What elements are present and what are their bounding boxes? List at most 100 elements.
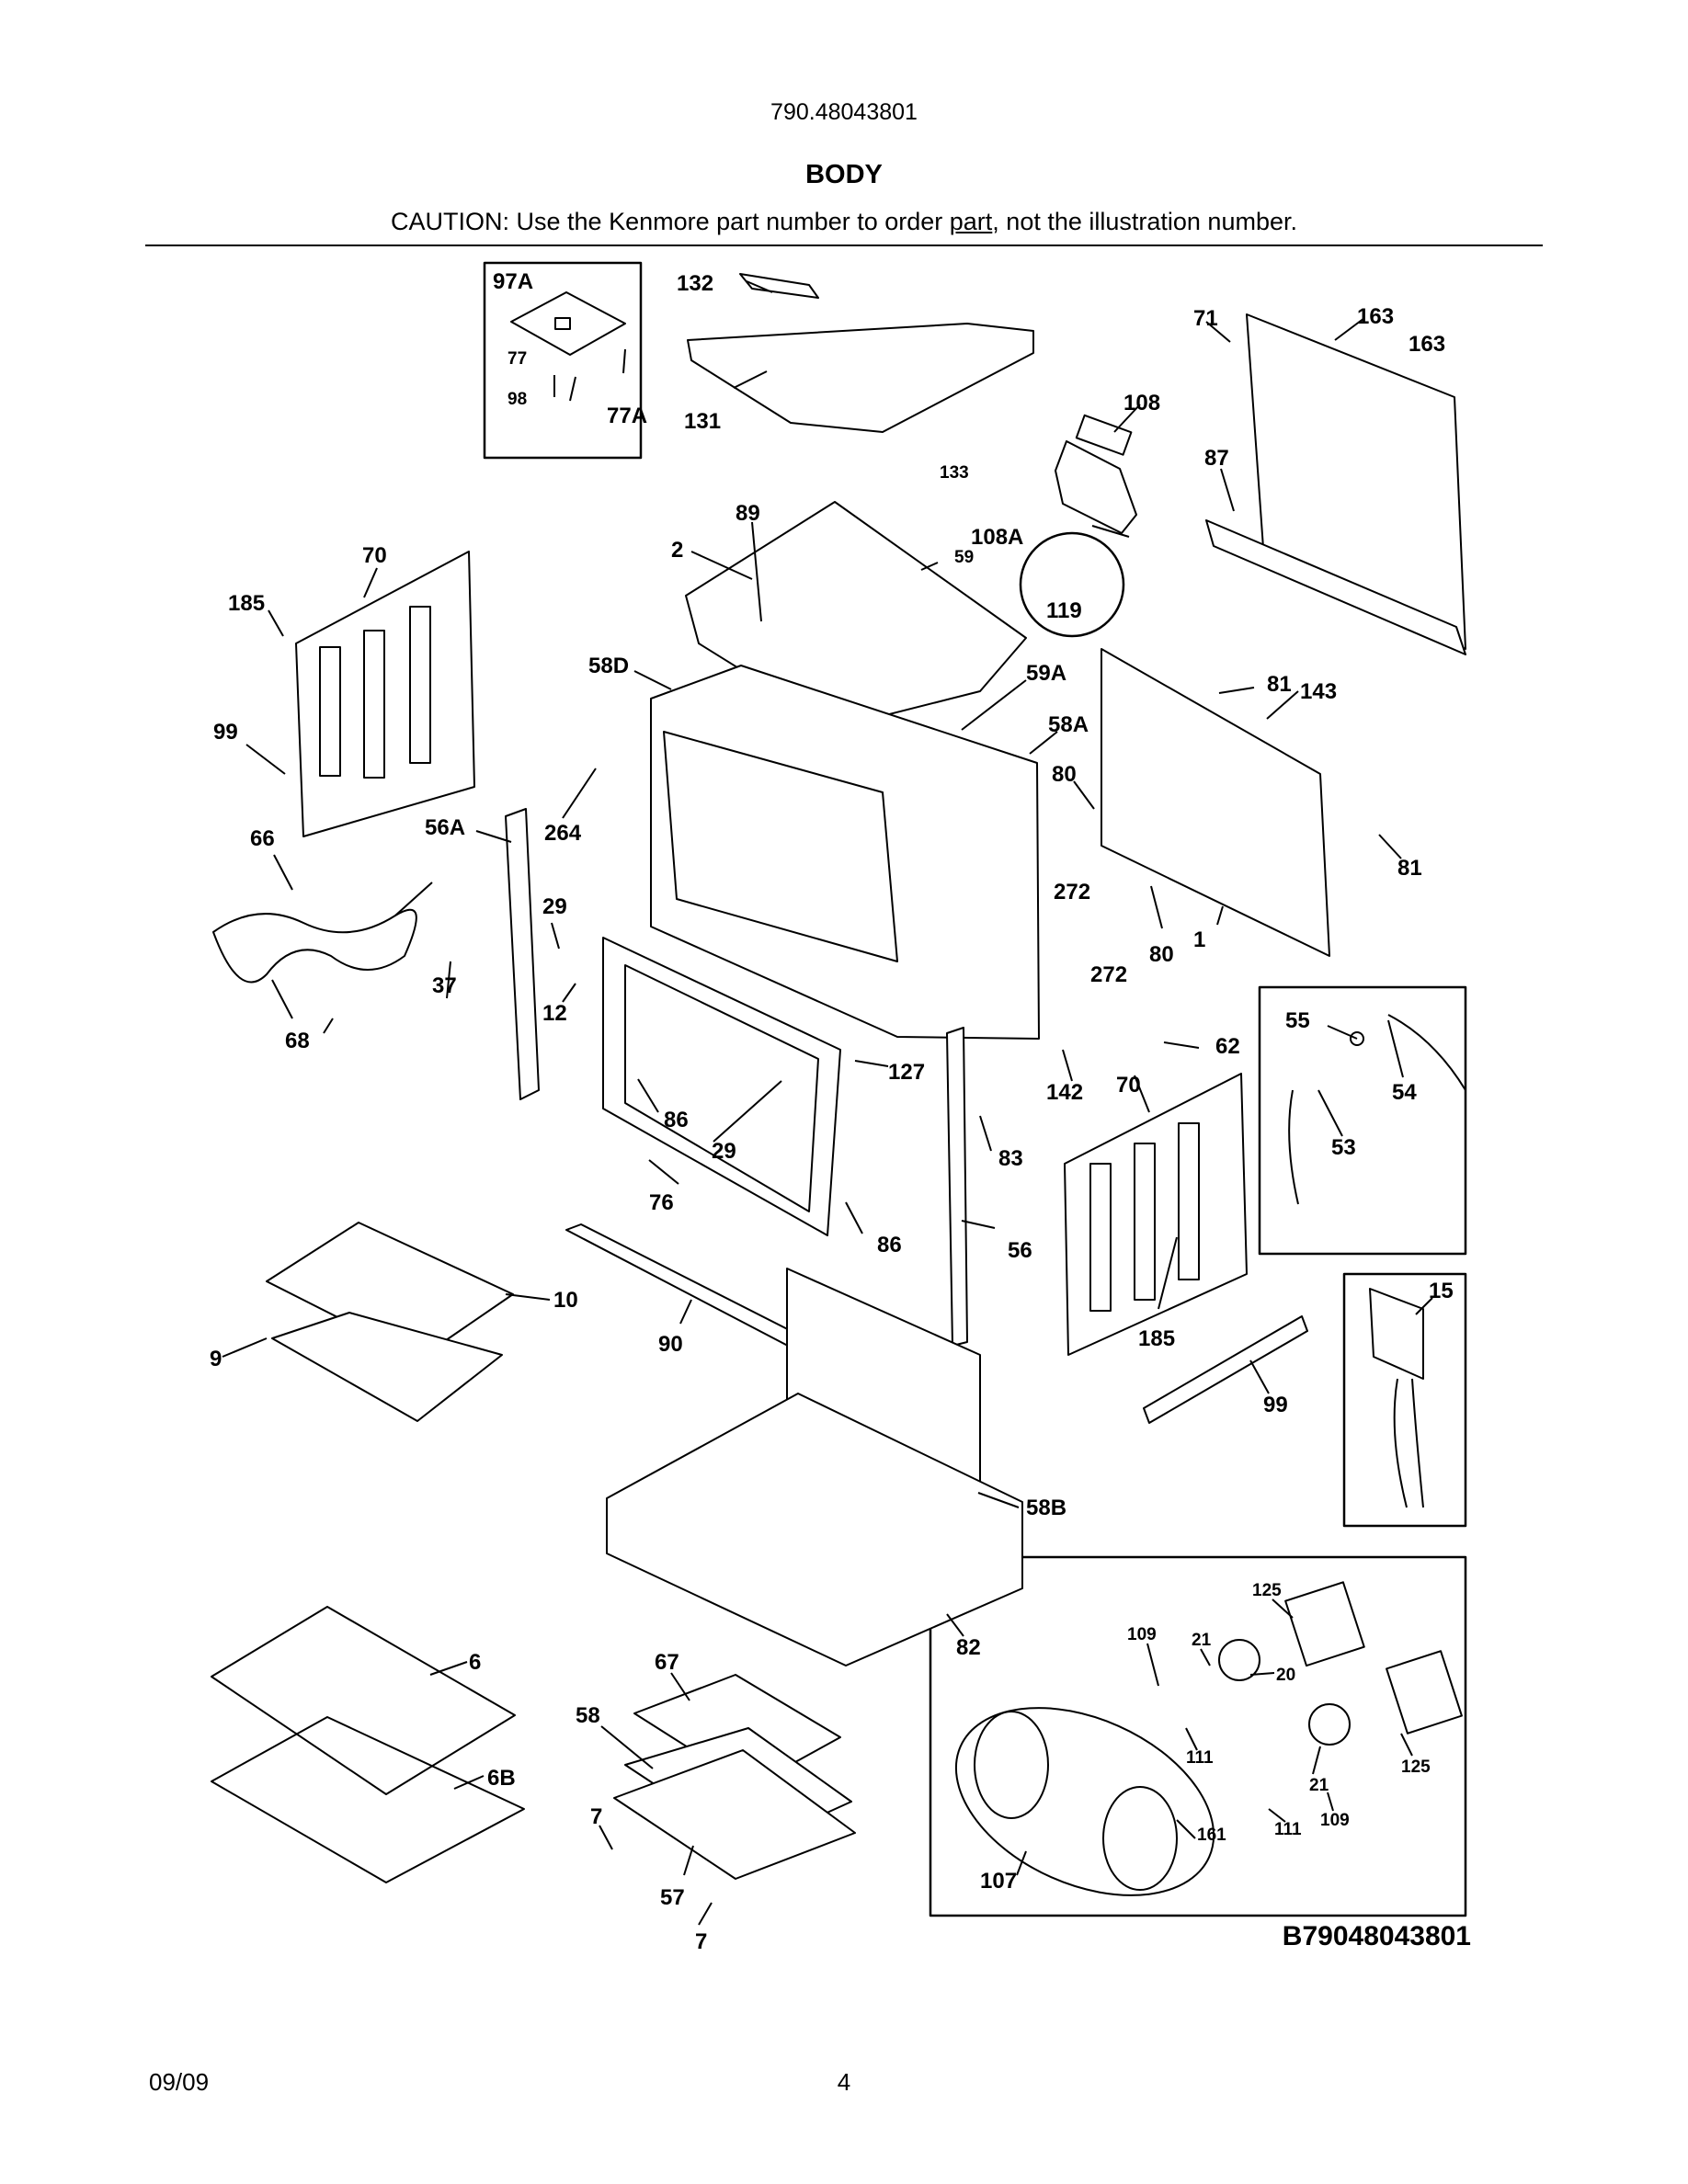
callout-99-left: 99 (213, 720, 238, 745)
callout-132: 132 (677, 271, 713, 296)
callout-133: 133 (940, 463, 969, 483)
oven-bottom-part (606, 1393, 1023, 1666)
inset-box-control-board (483, 261, 643, 460)
callout-80-bottom: 80 (1149, 942, 1174, 967)
callout-10: 10 (553, 1288, 578, 1313)
callout-29-bottom: 29 (712, 1139, 736, 1164)
callout-82: 82 (956, 1635, 981, 1660)
callout-163-right: 163 (1409, 332, 1445, 357)
callout-185-right: 185 (1138, 1326, 1175, 1351)
control-board-part (510, 291, 626, 402)
callout-21-top: 21 (1192, 1631, 1212, 1650)
callout-70-right: 70 (1116, 1073, 1141, 1098)
callout-143: 143 (1300, 679, 1337, 704)
inset-box-transformer (1342, 1272, 1467, 1528)
callout-58: 58 (576, 1703, 600, 1728)
callout-109-top: 109 (1127, 1625, 1157, 1644)
oven-racks-part (211, 1606, 525, 1883)
callout-272-top: 272 (1054, 880, 1090, 904)
callout-1: 1 (1193, 927, 1205, 952)
callout-58B: 58B (1026, 1496, 1066, 1520)
callout-58D: 58D (588, 654, 629, 678)
callout-9: 9 (210, 1347, 222, 1371)
callout-87: 87 (1204, 446, 1229, 471)
inset-circle-thermostat (1019, 531, 1125, 638)
left-side-panel-part (295, 551, 475, 837)
callout-59: 59 (954, 548, 974, 567)
back-panel-part (1101, 648, 1330, 957)
callout-68: 68 (285, 1029, 310, 1053)
page-number: 4 (837, 2068, 851, 2096)
callout-66: 66 (250, 826, 275, 851)
callout-264: 264 (544, 821, 582, 846)
caution-suffix: , not the illustration number. (992, 208, 1297, 235)
callout-163-top: 163 (1357, 304, 1394, 329)
caution-notice: CAUTION: Use the Kenmore part number to … (0, 208, 1688, 236)
callout-53: 53 (1331, 1135, 1356, 1160)
convection-fan-part (954, 1581, 1463, 1896)
inset-box-probe (1258, 985, 1467, 1256)
side-wrap-panel-part (1205, 313, 1466, 655)
callout-59A: 59A (1026, 661, 1066, 686)
header-rule (145, 245, 1543, 246)
callout-107: 107 (980, 1869, 1017, 1894)
callout-131: 131 (684, 409, 721, 434)
callout-70-left: 70 (362, 543, 387, 568)
callout-185-left: 185 (228, 591, 265, 616)
callout-142: 142 (1046, 1080, 1083, 1105)
top-panel-part (687, 273, 1034, 433)
callout-97A: 97A (493, 269, 533, 294)
callout-98: 98 (508, 390, 527, 409)
callout-125-top: 125 (1252, 1581, 1282, 1600)
callout-7-bottom: 7 (695, 1929, 707, 1954)
callout-6B: 6B (487, 1766, 516, 1791)
probe-part (1288, 1014, 1466, 1205)
callout-119: 119 (1046, 598, 1082, 623)
callout-55: 55 (1285, 1008, 1310, 1033)
callout-29-top: 29 (542, 894, 567, 919)
callout-15: 15 (1429, 1279, 1454, 1303)
callout-77: 77 (508, 349, 527, 369)
callout-108A: 108A (971, 525, 1023, 550)
vertical-rails-part (505, 808, 968, 1347)
callout-80-top: 80 (1052, 762, 1077, 787)
callout-12: 12 (542, 1001, 567, 1026)
callout-54: 54 (1392, 1080, 1417, 1105)
callout-125-bottom: 125 (1401, 1757, 1431, 1777)
callout-77A: 77A (607, 404, 647, 428)
broiler-pan-part (266, 1222, 514, 1422)
callout-62: 62 (1215, 1034, 1240, 1059)
callout-99-right: 99 (1263, 1393, 1288, 1417)
sensor-bracket-part (1055, 414, 1137, 534)
page-title: BODY (805, 160, 883, 189)
callout-86-right: 86 (877, 1233, 902, 1257)
callout-86-left: 86 (664, 1108, 689, 1132)
callout-37: 37 (432, 973, 457, 998)
callout-67: 67 (655, 1650, 679, 1675)
callout-83: 83 (998, 1146, 1023, 1171)
right-side-panel-part (1064, 1073, 1248, 1356)
callout-108: 108 (1123, 391, 1160, 415)
bake-element-part (212, 882, 433, 984)
footer-date: 09/09 (149, 2068, 210, 2096)
model-number: 790.48043801 (770, 99, 918, 125)
callout-109-bottom: 109 (1320, 1811, 1350, 1830)
oven-liner-part (650, 665, 1040, 1040)
callout-111-top: 111 (1186, 1748, 1214, 1768)
callout-6: 6 (469, 1650, 481, 1675)
callout-2: 2 (671, 538, 683, 563)
oven-front-frame-part (602, 937, 841, 1236)
callout-71: 71 (1193, 306, 1218, 331)
callout-161: 161 (1197, 1826, 1226, 1845)
bottom-front-rail-part (565, 1223, 825, 1356)
callout-272-bottom: 272 (1090, 962, 1127, 987)
callout-81-right: 81 (1397, 856, 1422, 881)
callout-90: 90 (658, 1332, 683, 1357)
upper-inner-panel-part (685, 501, 1027, 729)
callout-56A: 56A (425, 815, 465, 840)
callout-127: 127 (888, 1060, 925, 1085)
callout-56: 56 (1008, 1238, 1032, 1263)
bottom-element-part (613, 1674, 856, 1880)
callout-58A: 58A (1048, 712, 1089, 737)
